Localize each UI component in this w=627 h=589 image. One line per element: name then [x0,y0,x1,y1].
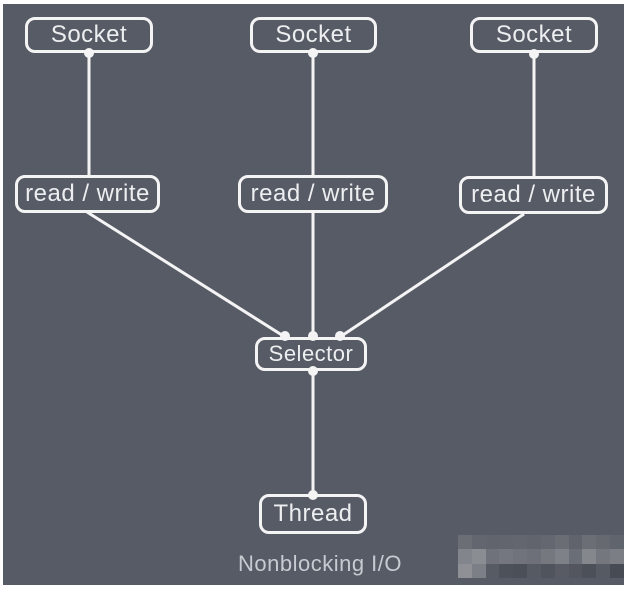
node-thread: Thread [259,494,367,534]
node-read-write-3: read / write [459,176,608,214]
node-selector: Selector [255,337,367,371]
watermark-mosaic [458,535,624,578]
diagram-title: Nonblocking I/O [237,551,403,576]
node-socket-3: Socket [470,17,598,53]
node-socket-2: Socket [250,17,377,53]
node-read-write-2: read / write [238,175,388,213]
node-read-write-1: read / write [15,175,160,213]
node-socket-1: Socket [25,17,153,53]
